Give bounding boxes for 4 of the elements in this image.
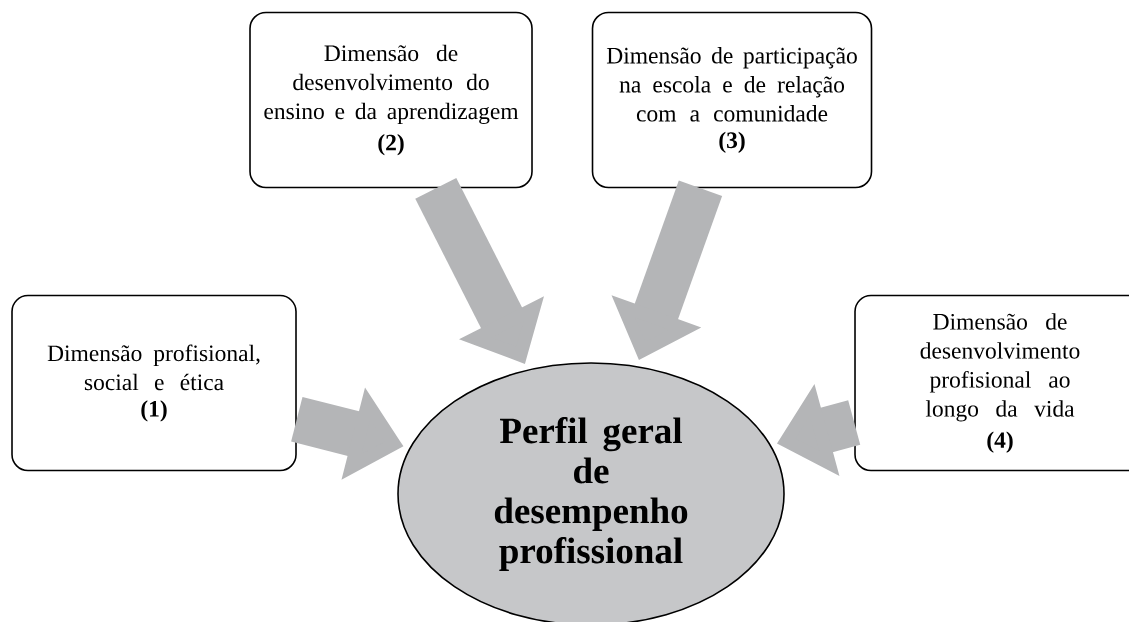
dimension-box: Dimensão de participação na escola e de relação com a comunidade (3) [591,11,873,189]
dimension-box: Dimensão de desenvolvimento profisional ao longo da vida (4) [854,294,1129,472]
dimension-box: Dimensão de desenvolvimento do ensino e da aprendizagem (2) [249,11,533,189]
dimension-box: Dimensão profisional, social e ética (1) [11,294,297,472]
